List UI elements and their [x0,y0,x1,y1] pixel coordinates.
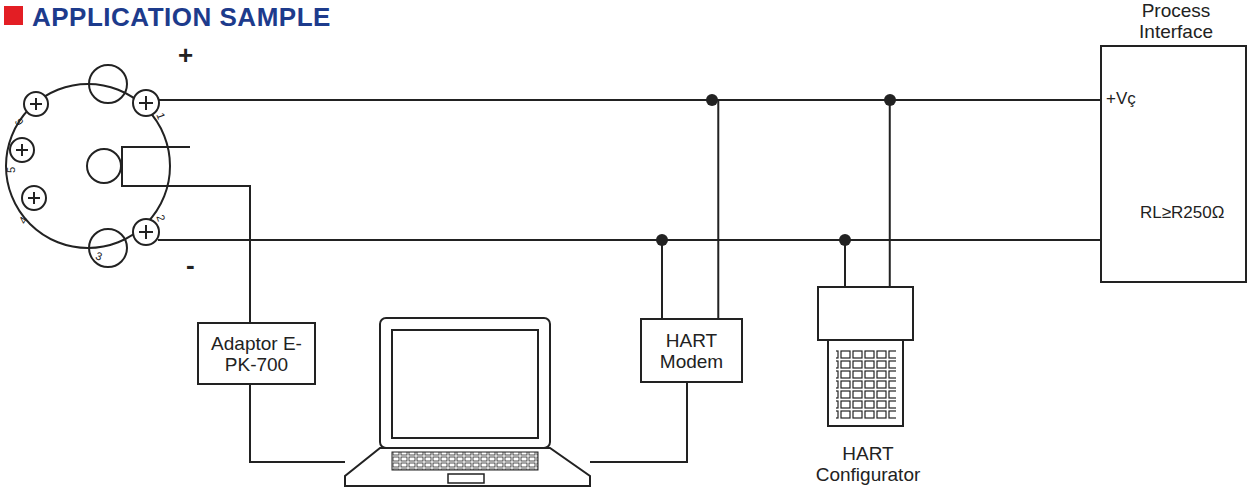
modem-box: HART Modem [640,318,743,383]
loop-wire [890,100,1100,287]
polarity-sign: - [186,250,195,281]
polarity-sign: + [178,40,193,71]
node-text: HART Modem [642,330,741,372]
node-text: Adaptor E-PK-700 [199,333,314,375]
terminal-number: 3 [94,249,104,262]
terminal-number: 1 [154,111,167,121]
terminal-number: 4 [16,214,29,225]
loop-wires [158,100,1145,462]
laptop [345,318,590,486]
resistor-label: RL≥R250Ω [1140,203,1224,223]
node-text: HART Configurator [800,443,936,485]
hart-configurator [818,287,913,426]
transmitter-head [6,65,250,322]
title-square [4,6,23,25]
adaptor-box: Adaptor E-PK-700 [197,322,316,385]
diagram-title: APPLICATION SAMPLE [32,2,331,33]
process-interface-box: Process Interface [1100,45,1247,283]
junction-dots [656,94,896,246]
terminal-number: 2 [154,213,167,223]
configurator-device: HART Configurator [800,287,936,485]
loop-wire [718,100,1100,318]
terminal-number: 6 [12,116,25,127]
terminal-number: 5 [5,167,17,173]
node-text: Process Interface [1121,0,1231,42]
terminal-screws [10,90,159,245]
signal-name: +Vç [1106,89,1136,109]
